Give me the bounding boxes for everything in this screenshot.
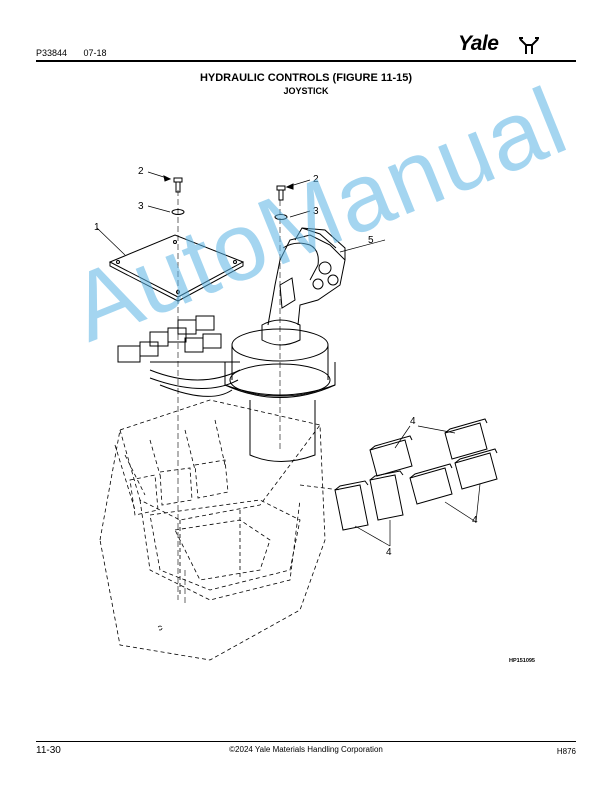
doc-number: P33844 — [36, 48, 68, 58]
callout-washer-right: 3 — [313, 206, 319, 217]
screw-right-icon — [276, 185, 286, 201]
page-subtitle: JOYSTICK — [283, 86, 329, 96]
washer-left-icon — [171, 209, 185, 215]
doc-date: 07-18 — [83, 48, 107, 58]
callout-cap-bottom-left: 4 — [386, 547, 392, 558]
page-number: 11-30 — [36, 745, 61, 756]
connector-group-icon — [117, 315, 222, 363]
callout-screw-left: 2 — [138, 166, 144, 177]
callout-cap-top: 4 — [410, 416, 416, 427]
screw-left-icon — [173, 177, 183, 193]
callout-washer-left: 3 — [138, 201, 144, 212]
figure-id: HP151095 — [509, 658, 535, 664]
callout-plate: 1 — [94, 222, 100, 233]
callout-joystick: 5 — [368, 235, 374, 246]
yale-logo: Yale — [458, 32, 499, 55]
joystick-exploded-diagram: 2 3 1 2 3 5 4 4 4 — [94, 166, 498, 661]
copyright: ©2024 Yale Materials Handling Corporatio… — [229, 745, 383, 754]
switch-cap-group — [334, 418, 498, 531]
console-housing — [99, 399, 326, 661]
mounting-plate — [108, 234, 245, 302]
wire-harness — [117, 315, 241, 397]
joystick-handle — [267, 227, 346, 326]
washer-right-icon — [274, 214, 288, 220]
callout-cap-bottom-right: 4 — [472, 515, 478, 526]
header-info: P33844 07-18 — [36, 48, 121, 58]
model-number: H876 — [556, 747, 576, 756]
header-rule — [36, 60, 576, 62]
page-title: HYDRAULIC CONTROLS (FIGURE 11-15) — [199, 72, 413, 84]
callout-screw-right: 2 — [313, 174, 319, 185]
yale-logo-icon — [519, 37, 539, 54]
footer-rule — [36, 741, 576, 742]
